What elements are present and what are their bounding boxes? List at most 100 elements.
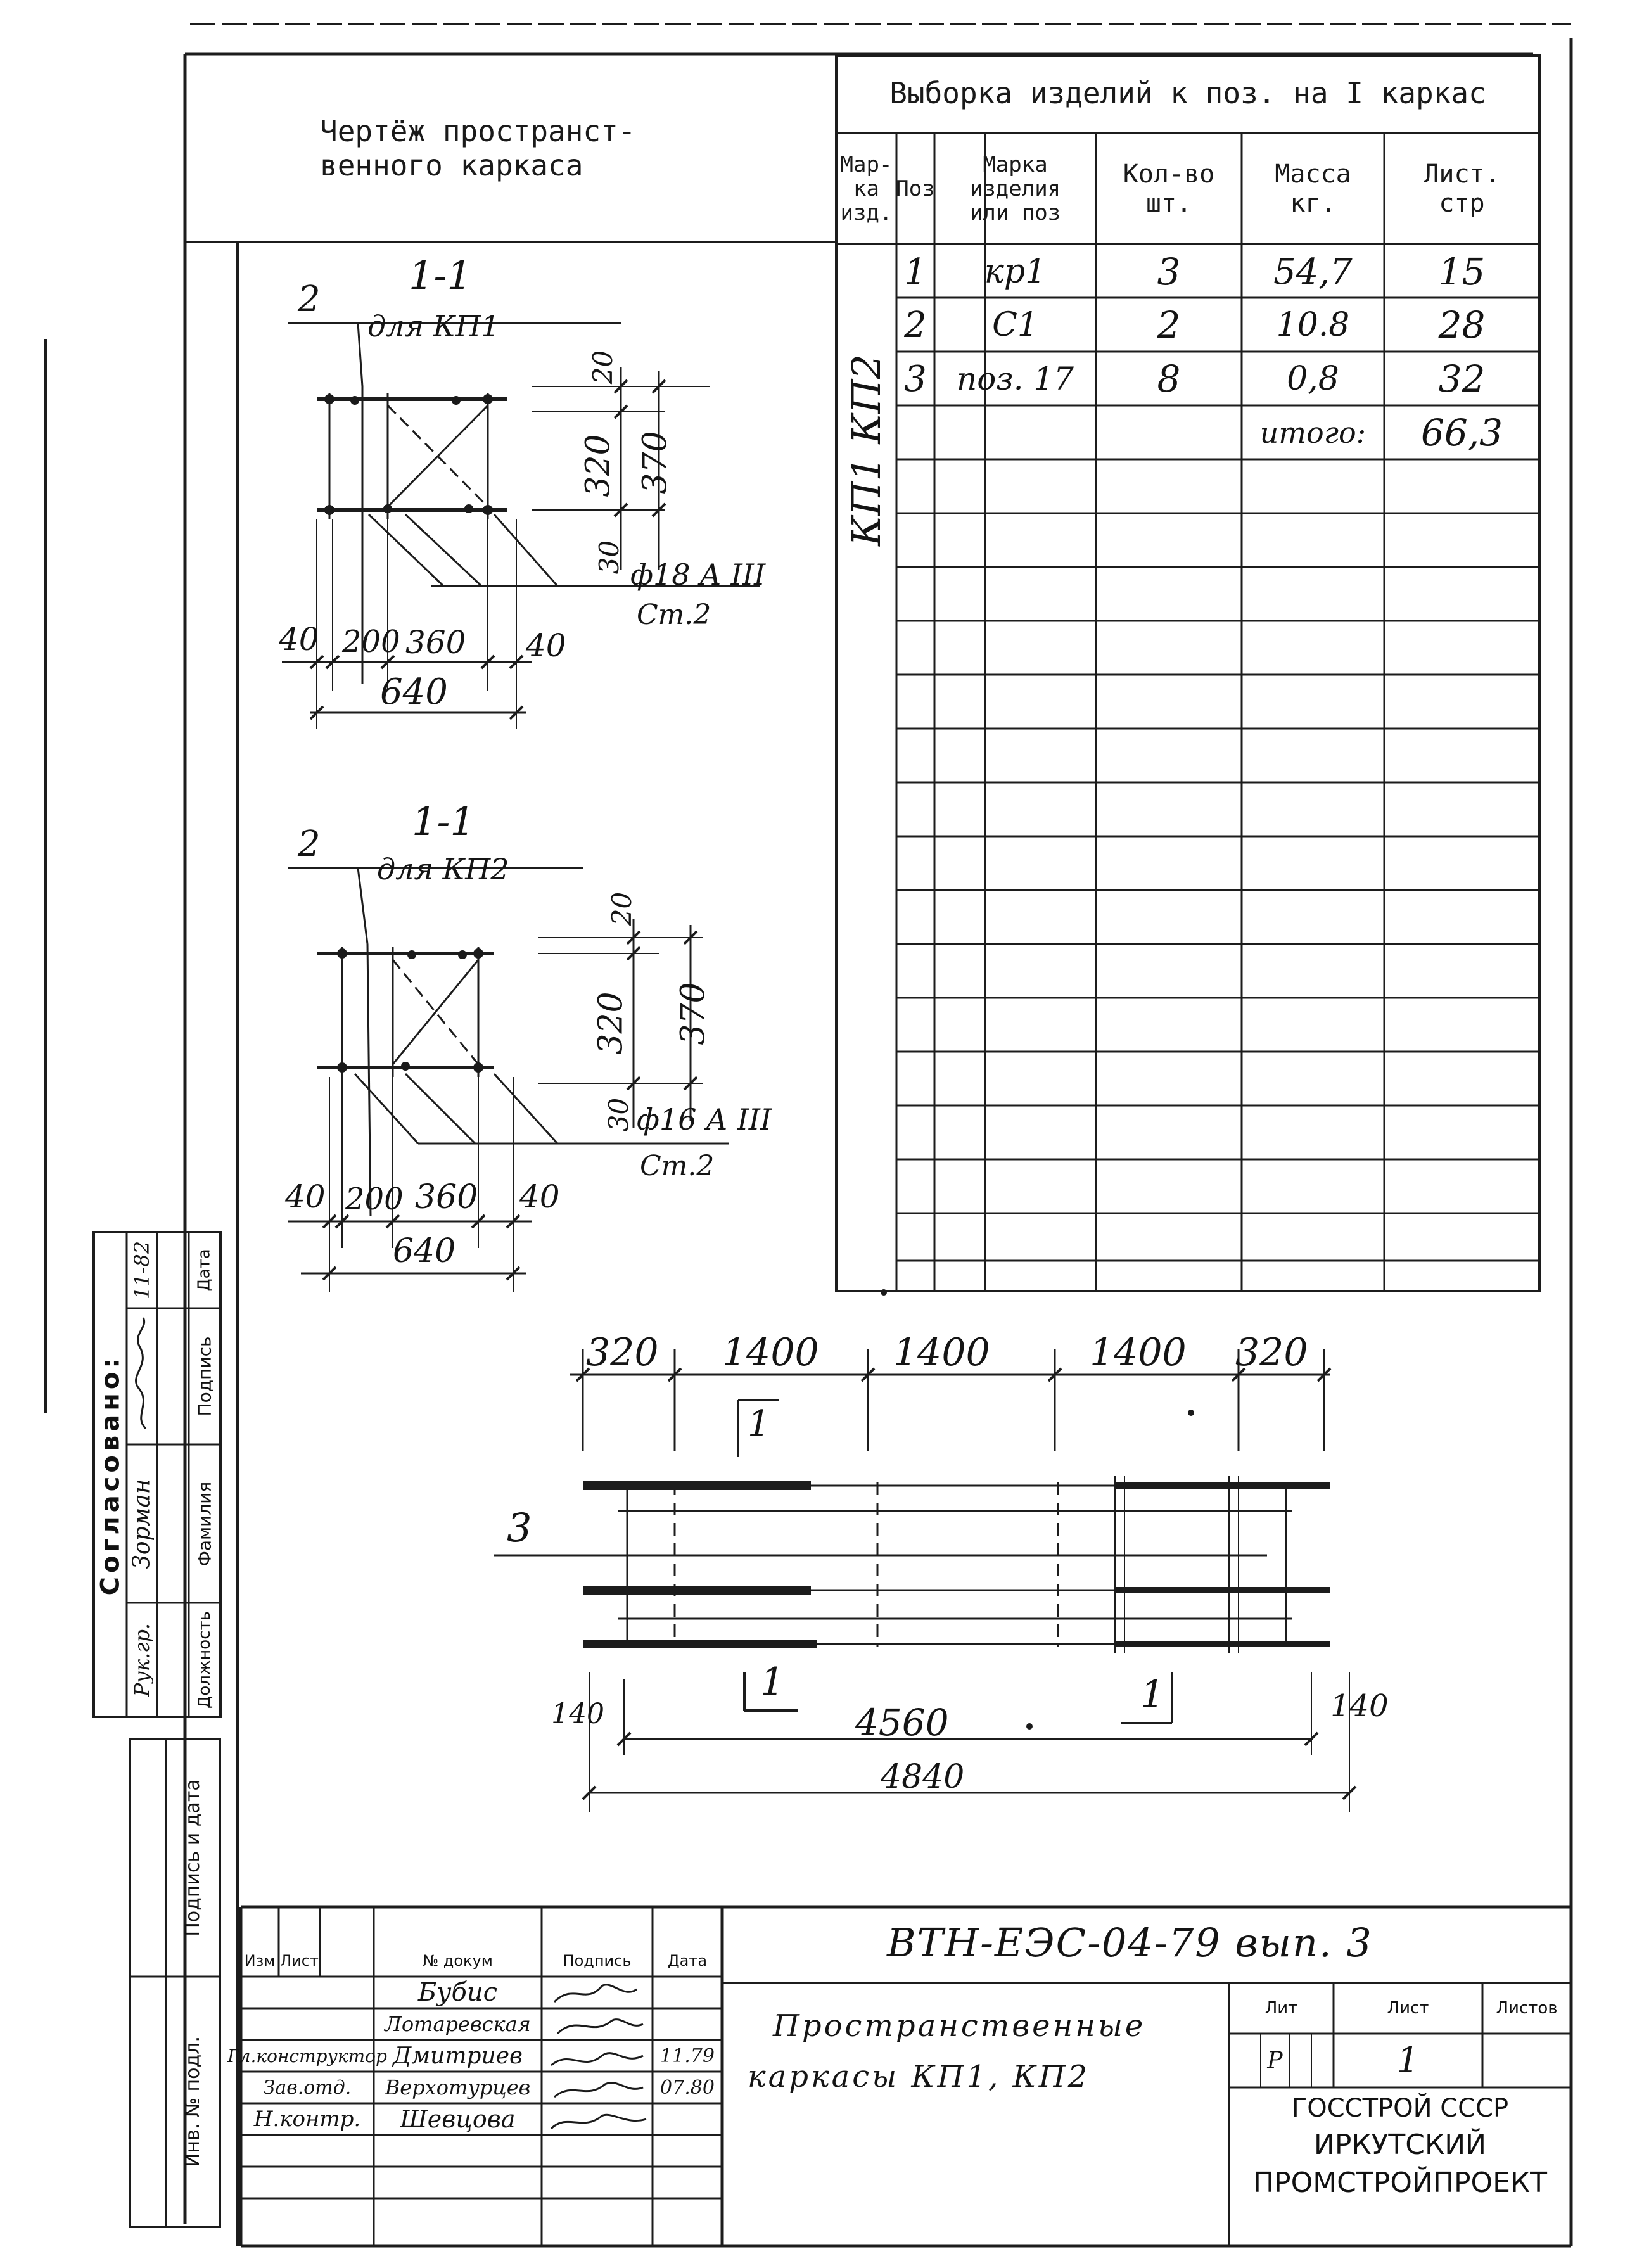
- agreed-header-name: Фамилия: [194, 1481, 215, 1566]
- spec-row-1-pos: 1: [904, 251, 927, 293]
- spec-header-product-mark: Марка изделия или поз: [969, 151, 1061, 226]
- spec-header-item-mark: Мар- ка изд.: [840, 151, 893, 226]
- spec-total-value: 66,3: [1420, 411, 1503, 454]
- tb-org-line-2: ИРКУТСКИЙ: [1313, 2129, 1487, 2161]
- s2-dim-40b: 40: [519, 1178, 560, 1215]
- tb-row-4-role: Зав.отд.: [263, 2076, 352, 2099]
- tb-row-1-name: Бубис: [417, 1978, 498, 2007]
- elev-dim-140-right: 140: [1330, 1688, 1389, 1724]
- agreed-header-sign: Подпись: [194, 1336, 215, 1417]
- elev-dim-140-left: 140: [551, 1698, 604, 1730]
- tb-header-date: Дата: [667, 1952, 708, 1970]
- spec-row-1-mark: кр1: [984, 253, 1047, 291]
- agreed-role: Рук.гр.: [130, 1622, 155, 1697]
- tb-header-sheet: Лист: [280, 1952, 319, 1970]
- agreed-header-date: Дата: [195, 1249, 215, 1292]
- spec-row-2-mass: 10.8: [1276, 306, 1350, 344]
- tb-header-change: Изм: [244, 1952, 276, 1970]
- s2-dim-320: 320: [592, 991, 630, 1055]
- elev-dim-1400-a: 1400: [722, 1330, 819, 1375]
- drawing-title: Чертёж пространст- венного каркаса: [320, 114, 636, 182]
- elev-dim-1400-c: 1400: [1090, 1330, 1187, 1375]
- spec-row-1-sheet: 15: [1438, 250, 1486, 293]
- s2-dim-360: 360: [415, 1178, 478, 1216]
- spec-row-1-mass: 54,7: [1273, 251, 1353, 293]
- tb-row-4-name: Верхотурцев: [385, 2075, 531, 2099]
- tb-row-3-role: Гл.конструктор: [227, 2045, 387, 2067]
- tb-sheets-label: Листов: [1496, 1999, 1558, 2018]
- spec-row-3-pos: 3: [904, 358, 927, 400]
- spec-row-3-mass: 0,8: [1287, 360, 1339, 398]
- tb-row-3-name: Дмитриев: [393, 2042, 523, 2069]
- s1-dim-320: 320: [579, 434, 618, 497]
- s2-dim-40a: 40: [285, 1178, 326, 1215]
- elev-cut-top: 1: [748, 1403, 770, 1444]
- tb-lit-value: Р: [1267, 2047, 1283, 2074]
- s1-dim-30: 30: [594, 540, 625, 575]
- s1-dim-360: 360: [405, 624, 466, 661]
- tb-sheet-value: 1: [1396, 2039, 1420, 2081]
- agreed-title: Согласовано:: [96, 1354, 125, 1595]
- s2-dim-200: 200: [345, 1182, 404, 1217]
- spec-row-3-sheet: 32: [1438, 357, 1486, 400]
- spec-row-3-qty: 8: [1157, 357, 1181, 400]
- spec-row-2-mark: С1: [992, 306, 1038, 344]
- agreed-name: Зорман: [129, 1478, 155, 1569]
- tb-org-line-1: ГОССТРОЙ СССР: [1291, 2094, 1509, 2123]
- tb-row-3-date: 11.79: [660, 2044, 715, 2067]
- s2-dim-20: 20: [606, 891, 638, 926]
- elev-pos-label: 3: [507, 1505, 532, 1551]
- spec-header-mass: Масса кг.: [1275, 159, 1351, 218]
- spec-row-2-qty: 2: [1157, 303, 1181, 347]
- tb-document-code: ВТН-ЕЭС-04-79 вып. 3: [887, 1920, 1373, 1966]
- s1-dim-640: 640: [380, 672, 448, 713]
- s1-steel: Ст.2: [637, 599, 711, 631]
- s1-dim-40a: 40: [279, 621, 319, 658]
- spec-header-sheet: Лист. стр: [1424, 159, 1500, 218]
- stamp-inventory-number: Инв. № подл.: [182, 2036, 204, 2167]
- tb-row-5-name: Шевцова: [400, 2105, 516, 2133]
- s2-rebar: ф16 А III: [637, 1102, 772, 1137]
- elev-dim-320-left: 320: [586, 1330, 659, 1375]
- agreed-header-role: Должность: [195, 1611, 214, 1709]
- elev-cut-bottom-left: 1: [760, 1660, 785, 1704]
- s1-rebar: ф18 А III: [630, 557, 766, 592]
- s2-dim-30: 30: [603, 1097, 635, 1132]
- s2-dim-640: 640: [393, 1232, 456, 1270]
- tb-sheet-label: Лист: [1387, 1999, 1429, 2018]
- spec-row-2-sheet: 28: [1438, 303, 1486, 347]
- spec-row-1-qty: 3: [1157, 250, 1181, 293]
- s1-dim-40b: 40: [526, 627, 566, 664]
- s1-dim-200: 200: [342, 624, 400, 659]
- s1-subtitle: для КП1: [367, 309, 500, 343]
- spec-header-pos: Поз: [896, 175, 935, 201]
- spec-title: Выборка изделий к поз. на I каркас: [889, 76, 1486, 110]
- s2-title: 1-1: [412, 798, 475, 844]
- agreed-date: 11-82: [130, 1240, 154, 1300]
- s2-dim-370: 370: [674, 982, 713, 1045]
- elev-dim-1400-b: 1400: [893, 1330, 990, 1375]
- s1-label-num: 2: [298, 279, 321, 320]
- tb-signatures: [550, 1984, 647, 2130]
- s1-title: 1-1: [409, 252, 472, 298]
- s2-subtitle: для КП2: [377, 852, 509, 886]
- elev-dim-4560: 4560: [855, 1701, 949, 1744]
- tb-row-2-name: Лотаревская: [385, 2012, 531, 2036]
- agreed-signature: [135, 1317, 147, 1430]
- s2-label-num: 2: [298, 824, 321, 865]
- elev-cut-bottom-right: 1: [1140, 1672, 1165, 1717]
- elev-dim-320-right: 320: [1235, 1330, 1308, 1375]
- spec-row-3-mark: поз. 17: [957, 360, 1074, 397]
- tb-header-signature: Подпись: [563, 1952, 632, 1970]
- spec-item-mark: КП1 КП2: [843, 354, 889, 546]
- tb-org-line-3: ПРОМСТРОЙПРОЕКТ: [1252, 2167, 1548, 2199]
- tb-name-line-1: Пространственные: [773, 2008, 1146, 2044]
- tb-row-5-role: Н.контр.: [253, 2106, 361, 2132]
- stamp-signature-date: Подпись и дата: [182, 1779, 204, 1937]
- tb-lit-label: Лит: [1264, 1999, 1298, 2018]
- elev-dim-4840: 4840: [881, 1758, 965, 1796]
- s2-steel: Ст.2: [640, 1150, 715, 1182]
- spec-row-2-pos: 2: [904, 304, 927, 346]
- s1-dim-370: 370: [636, 431, 675, 494]
- spec-header-qty: Кол-во шт.: [1123, 159, 1215, 218]
